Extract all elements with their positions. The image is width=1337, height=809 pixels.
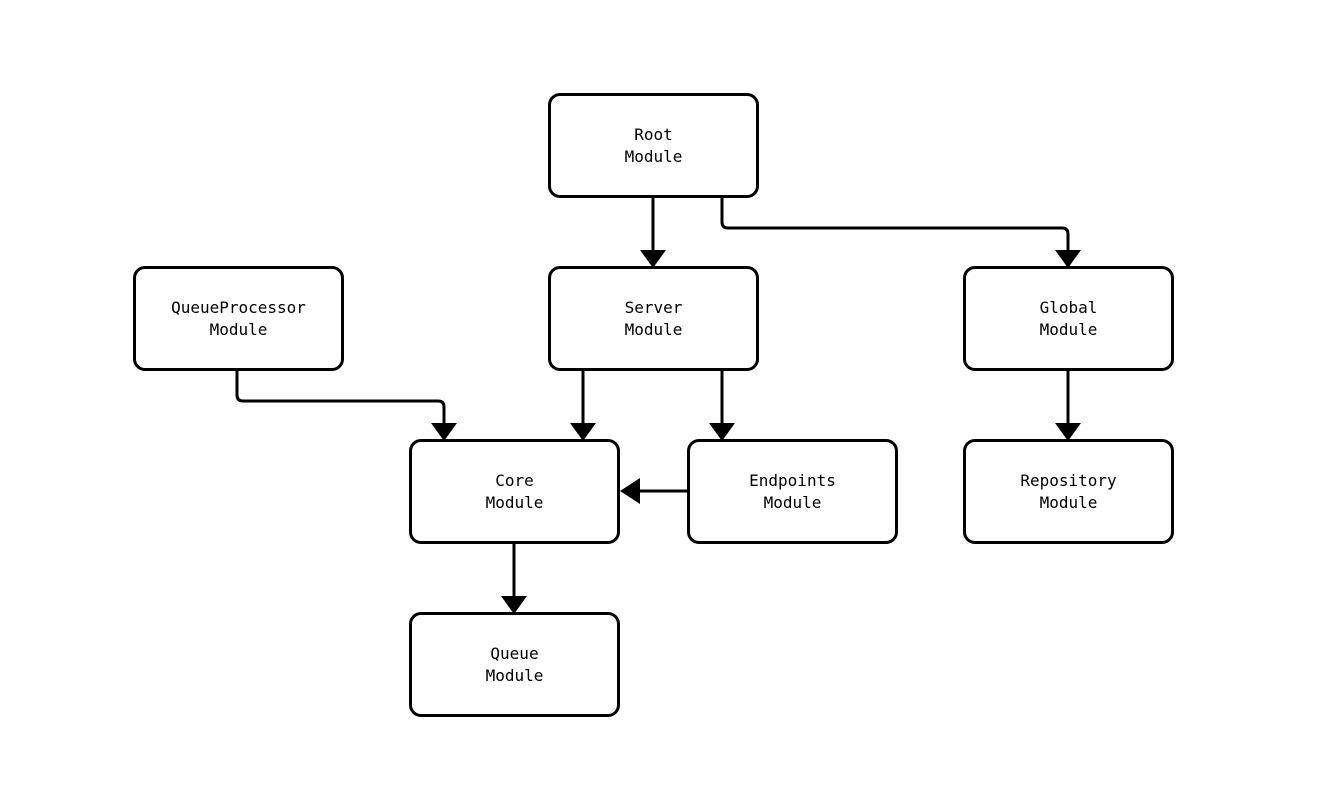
edge-endpoints-to-core xyxy=(620,478,687,504)
edge-server-to-core xyxy=(570,371,596,441)
node-endpoints-label: Endpoints Module xyxy=(749,470,836,512)
node-core[interactable]: Core Module xyxy=(409,439,620,544)
node-core-label: Core Module xyxy=(485,470,544,512)
node-repository-label: Repository Module xyxy=(1020,470,1117,512)
node-root-label: Root Module xyxy=(624,124,683,166)
node-root[interactable]: Root Module xyxy=(548,93,759,198)
node-global[interactable]: Global Module xyxy=(963,266,1174,371)
node-queue-label: Queue Module xyxy=(485,643,544,685)
node-queueprocessor[interactable]: QueueProcessor Module xyxy=(133,266,344,371)
edge-root-to-server xyxy=(640,198,666,268)
edge-queueprocessor-to-core xyxy=(235,371,457,441)
node-endpoints[interactable]: Endpoints Module xyxy=(687,439,898,544)
node-server[interactable]: Server Module xyxy=(548,266,759,371)
node-queue[interactable]: Queue Module xyxy=(409,612,620,717)
edge-root-to-global xyxy=(720,198,1081,268)
node-queueprocessor-label: QueueProcessor Module xyxy=(171,297,306,339)
edge-global-to-repository xyxy=(1055,371,1081,441)
node-repository[interactable]: Repository Module xyxy=(963,439,1174,544)
edge-server-to-endpoints xyxy=(709,371,735,441)
node-server-label: Server Module xyxy=(624,297,683,339)
node-global-label: Global Module xyxy=(1039,297,1098,339)
edge-core-to-queue xyxy=(501,544,527,614)
